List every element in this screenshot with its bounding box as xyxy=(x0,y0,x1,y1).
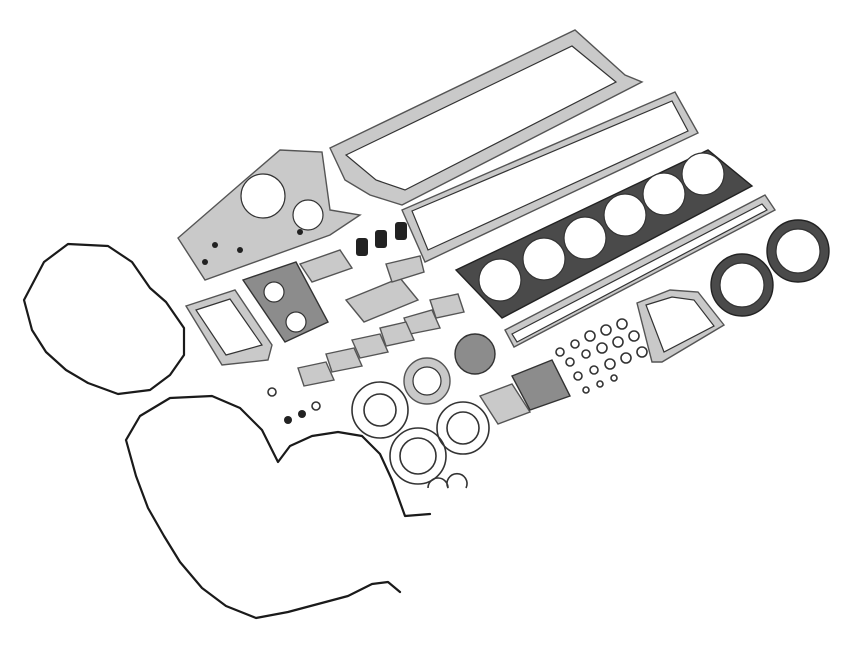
crankshaft-seals xyxy=(710,219,830,317)
small-gaskets xyxy=(297,249,465,387)
small-fasteners xyxy=(267,387,321,424)
o-ring-set xyxy=(555,318,648,394)
oil-cooler-gasket xyxy=(241,261,329,343)
side-cover-gasket xyxy=(184,289,273,366)
seal-plugs xyxy=(356,222,407,256)
wire-seal-large xyxy=(22,242,186,396)
wire-seal-lower xyxy=(124,394,432,620)
exhaust-flange-gaskets xyxy=(478,359,571,425)
valve-cover-gasket xyxy=(401,91,699,263)
manifold-strip-gasket xyxy=(504,194,777,348)
timing-cover-gasket xyxy=(177,149,362,281)
round-gaskets xyxy=(351,333,496,489)
rear-cover-gasket xyxy=(636,289,726,363)
oil-pan-gasket xyxy=(329,29,644,206)
cylinder-head-gasket xyxy=(454,149,754,319)
